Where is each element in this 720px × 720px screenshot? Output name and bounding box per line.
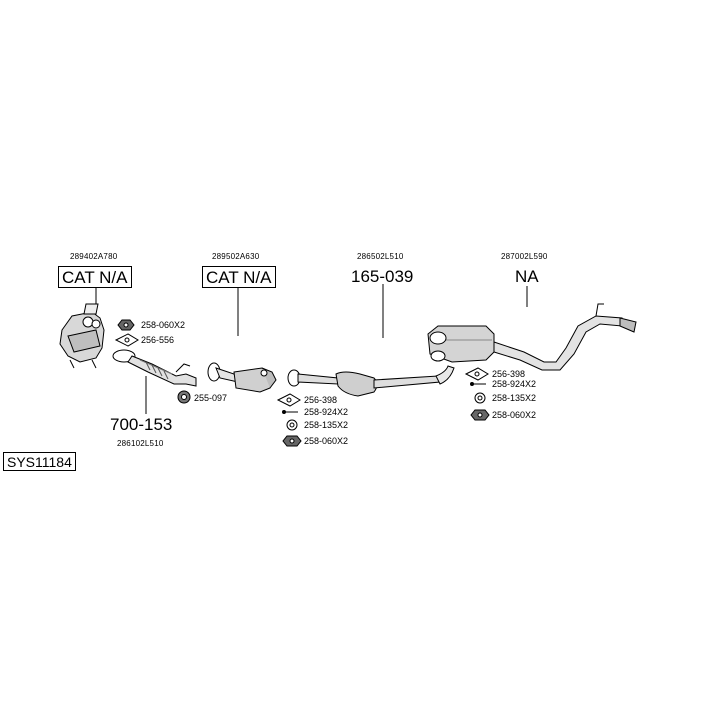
oem-number-middle-silencer: 286502L510	[357, 252, 404, 261]
fitting-label-rear-bolt[interactable]: 258-924X2	[492, 379, 537, 389]
hex-nut-icon	[282, 435, 302, 447]
spring-washer-icon	[286, 419, 298, 431]
part-label-middle-silencer[interactable]: 165-039	[351, 267, 414, 286]
part-label-front-cat[interactable]: CAT N/A	[58, 266, 132, 288]
oem-number-rear-silencer: 287002L590	[501, 252, 548, 261]
fitting-label-mid-nut[interactable]: 258-060X2	[304, 436, 349, 446]
fitting-label-rear-nut[interactable]: 258-060X2	[492, 410, 537, 420]
rear-silencer	[427, 303, 637, 371]
oem-number-second-cat: 289502A630	[212, 252, 260, 261]
part-label-rear-silencer[interactable]: NA	[515, 267, 539, 286]
part-label-second-cat[interactable]: CAT N/A	[202, 266, 276, 288]
ring-icon	[177, 390, 191, 404]
system-code: SYS11184	[3, 452, 76, 471]
fitting-label-front-gasket[interactable]: 256-556	[141, 335, 175, 345]
bolt-icon	[470, 382, 486, 386]
fitting-label-flex-ring[interactable]: 255-097	[194, 393, 228, 403]
bolt-icon	[282, 410, 298, 414]
fitting-label-front-nut[interactable]: 258-060X2	[141, 320, 186, 330]
gasket-icon	[114, 333, 139, 347]
hex-nut-icon	[117, 319, 135, 331]
second-catalytic-converter	[207, 362, 277, 393]
part-label-front-pipe[interactable]: 700-153	[110, 415, 173, 434]
gasket-icon	[276, 393, 301, 407]
hex-nut-icon	[470, 409, 490, 421]
gasket-icon	[464, 367, 489, 381]
fitting-label-mid-gasket[interactable]: 256-398	[304, 395, 338, 405]
front-pipe	[112, 349, 197, 387]
fitting-label-rear-spring[interactable]: 258-135X2	[492, 393, 537, 403]
fitting-label-mid-bolt[interactable]: 258-924X2	[304, 407, 349, 417]
oem-number-front-cat: 289402A780	[70, 252, 118, 261]
fitting-label-rear-gasket[interactable]: 256-398	[492, 369, 526, 379]
middle-silencer	[287, 365, 455, 397]
front-catalytic-converter	[59, 303, 105, 369]
oem-number-front-pipe: 286102L510	[117, 439, 164, 448]
fitting-label-mid-spring[interactable]: 258-135X2	[304, 420, 349, 430]
spring-washer-icon	[474, 392, 486, 404]
